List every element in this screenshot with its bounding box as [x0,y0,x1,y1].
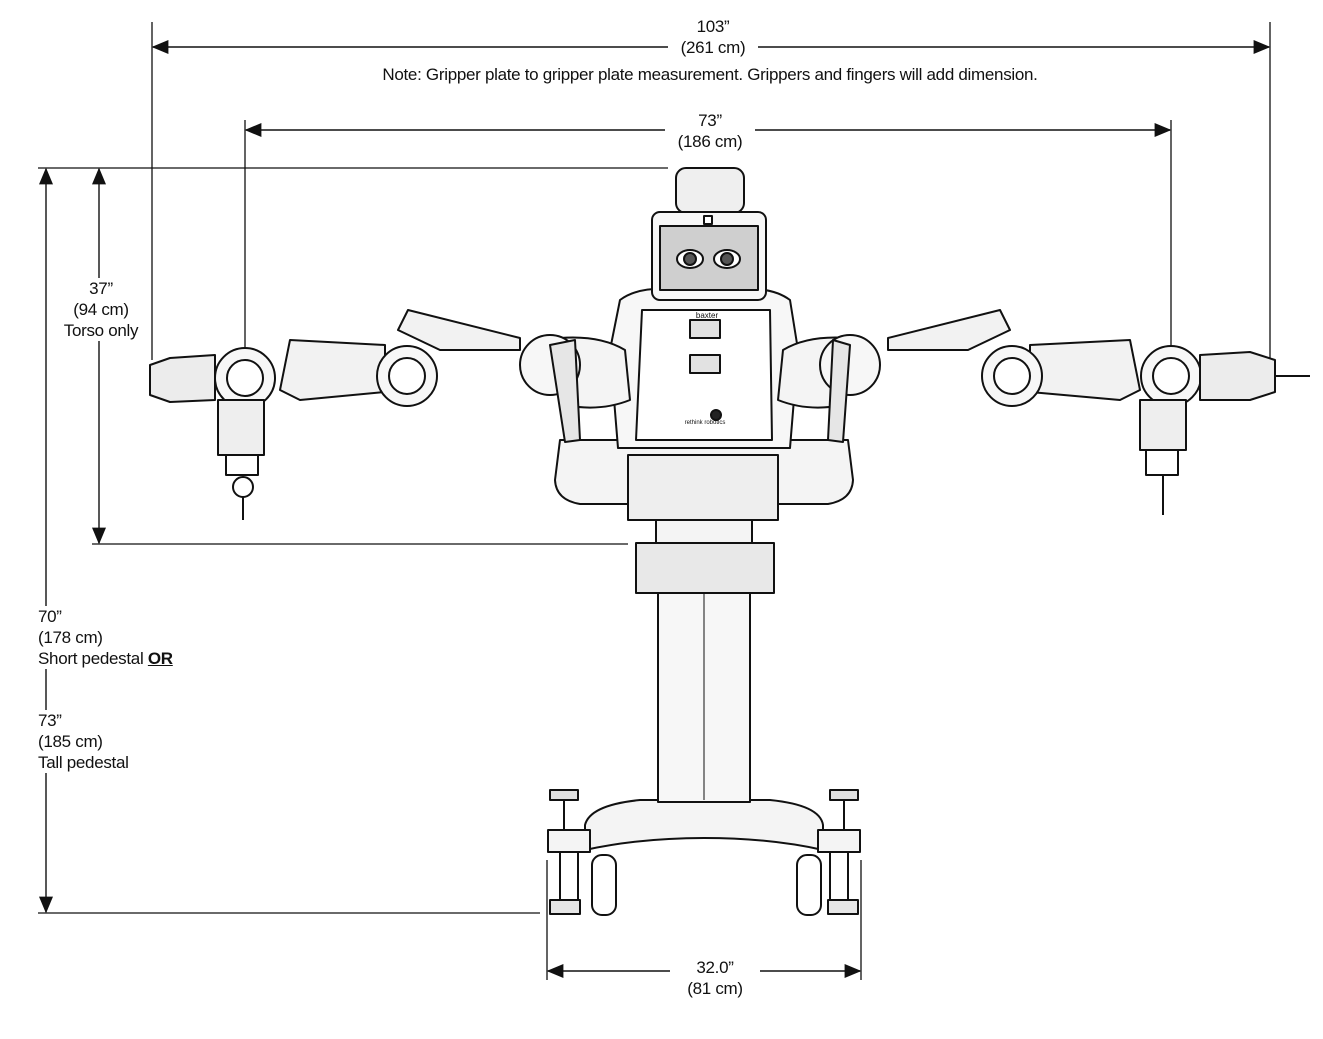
left-arm [149,309,631,520]
total-width-label: 103” (261 cm) [668,16,758,58]
right-arm [777,309,1310,515]
arm-span-cm: (186 cm) [677,132,743,151]
base-width-cm: (81 cm) [687,979,743,998]
pedestal-base [547,789,861,916]
torso-height-inches: 37” [89,279,113,298]
arm-span-label: 73” (186 cm) [665,110,755,152]
total-width-note: Note: Gripper plate to gripper plate mea… [330,64,1090,85]
pedestal-column [635,517,775,803]
short-height-label: 70” (178 cm) Short pedestal OR [38,606,173,669]
arm-span-inches: 73” [698,111,722,130]
robot-head: baxter [651,167,767,320]
torso-height-cm: (94 cm) [73,300,129,319]
short-height-inches: 70” [38,607,62,626]
extension-lines [38,22,1271,980]
screen-brand-text: baxter [696,311,719,320]
robot-illustration: rethink robotics baxter [149,167,1310,916]
tall-height-label: 73” (185 cm) Tall pedestal [38,710,129,773]
torso-height-desc: Torso only [63,321,139,340]
base-width-inches: 32.0” [696,958,734,977]
tall-height-desc: Tall pedestal [38,753,129,772]
tall-height-cm: (185 cm) [38,732,103,751]
or-text: OR [147,649,173,668]
total-width-inches: 103” [696,17,730,36]
short-height-desc: Short pedestal [38,649,144,668]
torso-body: rethink robotics [554,287,854,521]
short-height-cm: (178 cm) [38,628,103,647]
tall-height-inches: 73” [38,711,62,730]
chest-brand-text: rethink robotics [685,420,726,426]
torso-height-label: 37” (94 cm) Torso only [55,278,147,341]
total-width-cm: (261 cm) [680,38,746,57]
base-width-label: 32.0” (81 cm) [670,957,760,999]
